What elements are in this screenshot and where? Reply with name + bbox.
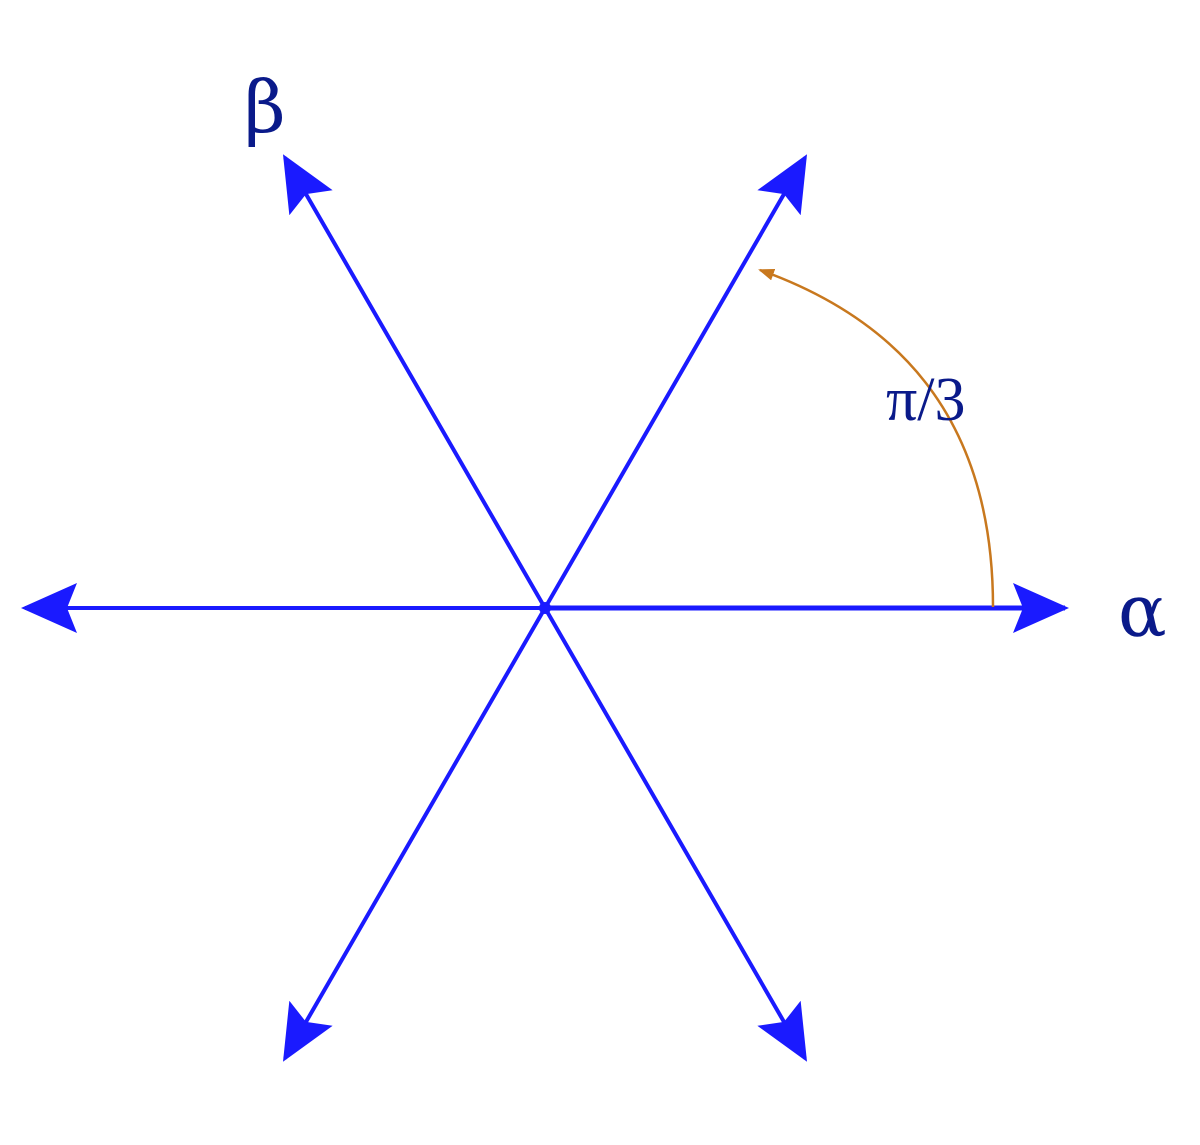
angle-label: π/3 xyxy=(886,366,966,434)
alpha-label: α xyxy=(1118,569,1167,653)
root-vector-beta xyxy=(282,154,547,610)
angle-arc xyxy=(758,268,995,608)
origin-point xyxy=(539,602,551,614)
root-vector-alpha-plus-beta xyxy=(543,154,808,610)
beta-label: β xyxy=(244,65,286,149)
root-vector-minus-alpha-minus-beta xyxy=(282,606,547,1062)
root-vector-minus-beta xyxy=(543,606,808,1062)
root-vectors xyxy=(21,154,1069,1062)
